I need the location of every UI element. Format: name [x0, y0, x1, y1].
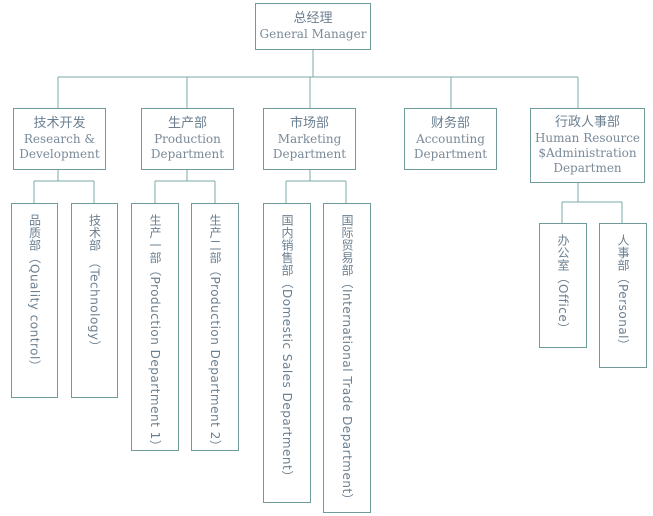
- dept-label-zh: 技术开发: [33, 116, 86, 131]
- general-manager-zh: 总经理: [293, 11, 333, 26]
- dept-research-development: 技术开发 Research & Development: [13, 108, 106, 170]
- dept-label-en-2: Department: [413, 147, 488, 161]
- unit-label: 生产二部（Production Department 2）: [208, 214, 222, 453]
- dept-label-en-2: Department: [272, 147, 347, 161]
- dept-label-en-2: $Administration: [538, 146, 637, 160]
- unit-technology: 技术部 （Technology）: [71, 203, 118, 398]
- unit-office: 办公室（Office）: [539, 223, 587, 348]
- unit-domestic-sales: 国内销售部（Domestic Sales Department）: [263, 203, 311, 503]
- unit-label: 生产一部（Production Department 1）: [148, 214, 162, 453]
- general-manager-en: General Manager: [259, 27, 367, 41]
- dept-label-en-3: Departmen: [553, 161, 622, 175]
- dept-label-zh: 行政人事部: [554, 115, 620, 130]
- dept-accounting: 财务部 Accounting Department: [404, 108, 497, 170]
- unit-personal: 人事部（Personal）: [599, 223, 647, 368]
- dept-label-zh: 市场部: [289, 116, 329, 131]
- dept-label-zh: 生产部: [167, 116, 207, 131]
- unit-label: 人事部（Personal）: [616, 234, 630, 352]
- dept-marketing: 市场部 Marketing Department: [263, 108, 356, 170]
- unit-label: 国际贸易部（International Trade Department）: [340, 214, 354, 507]
- dept-production: 生产部 Production Department: [141, 108, 234, 170]
- unit-production-2: 生产二部（Production Department 2）: [191, 203, 239, 453]
- dept-label-en-1: Production: [154, 132, 221, 146]
- unit-international-trade: 国际贸易部（International Trade Department）: [323, 203, 371, 513]
- dept-label-zh: 财务部: [430, 116, 470, 131]
- general-manager-box: 总经理 General Manager: [255, 3, 371, 50]
- unit-label: 技术部 （Technology）: [87, 214, 102, 354]
- dept-label-en-2: Department: [150, 147, 225, 161]
- dept-human-resource-administration: 行政人事部 Human Resource $Administration Dep…: [530, 108, 645, 183]
- unit-production-1: 生产一部（Production Department 1）: [131, 203, 179, 453]
- dept-label-en-1: Marketing: [277, 132, 342, 146]
- unit-quality-control: 品质部（Quality control）: [11, 203, 58, 398]
- dept-label-en-1: Human Resource: [534, 131, 641, 145]
- unit-label: 品质部（Quality control）: [27, 214, 42, 373]
- dept-label-en-1: Accounting: [416, 132, 485, 146]
- unit-label: 国内销售部（Domestic Sales Department）: [280, 214, 294, 483]
- dept-label-en-1: Research &: [23, 132, 96, 146]
- dept-label-en-2: Development: [19, 147, 100, 161]
- unit-label: 办公室（Office）: [556, 234, 570, 335]
